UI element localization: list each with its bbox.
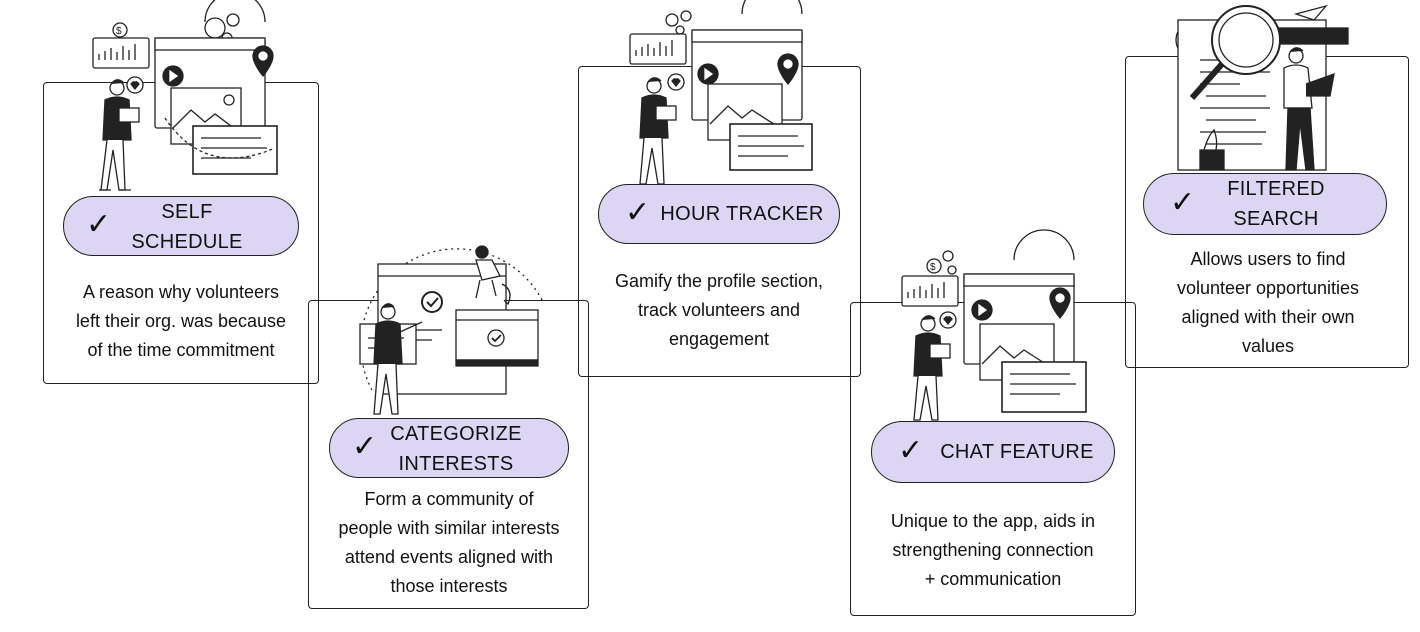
checkmark-icon: ✓ — [86, 207, 112, 242]
magnifier-search-illustration — [1175, 4, 1349, 171]
self-schedule-description: A reason why volunteers left their org. … — [75, 282, 287, 360]
svg-text:$: $ — [930, 262, 936, 273]
checkmark-icon: ✓ — [1170, 185, 1196, 220]
filtered-search-title: FILTERED SEARCH — [1227, 178, 1325, 230]
self-schedule-pill: ✓ SELF SCHEDULE — [63, 196, 299, 256]
interest-selection-illustration — [359, 245, 543, 415]
person-dashboard-illustration: $ — [92, 0, 278, 191]
chat-feature-title: CHAT FEATURE — [940, 441, 1094, 463]
self-schedule-title: SELF SCHEDULE — [131, 201, 243, 253]
hour-tracker-title: HOUR TRACKER — [660, 203, 824, 225]
checkmark-icon: ✓ — [625, 195, 651, 230]
chat-feature-description: Unique to the app, aids in strengthening… — [890, 511, 1096, 589]
svg-text:$: $ — [116, 26, 122, 37]
person-dashboard-illustration: $ — [901, 229, 1087, 421]
hour-tracker-description: Gamify the profile section, track volunt… — [614, 271, 824, 349]
hour-tracker-pill: ✓ HOUR TRACKER — [598, 184, 840, 244]
categorize-interests-title: CATEGORIZE INTERESTS — [390, 423, 522, 475]
filtered-search-description: Allows users to find volunteer opportuni… — [1176, 249, 1360, 356]
checkmark-icon: ✓ — [352, 429, 378, 464]
categorize-interests-pill: ✓ CATEGORIZE INTERESTS — [329, 418, 569, 478]
chat-feature-pill: ✓ CHAT FEATURE — [871, 421, 1115, 483]
person-dashboard-illustration — [629, 0, 813, 185]
filtered-search-pill: ✓ FILTERED SEARCH — [1143, 173, 1387, 235]
checkmark-icon: ✓ — [898, 433, 924, 468]
categorize-interests-description: Form a community of people with similar … — [338, 489, 560, 596]
